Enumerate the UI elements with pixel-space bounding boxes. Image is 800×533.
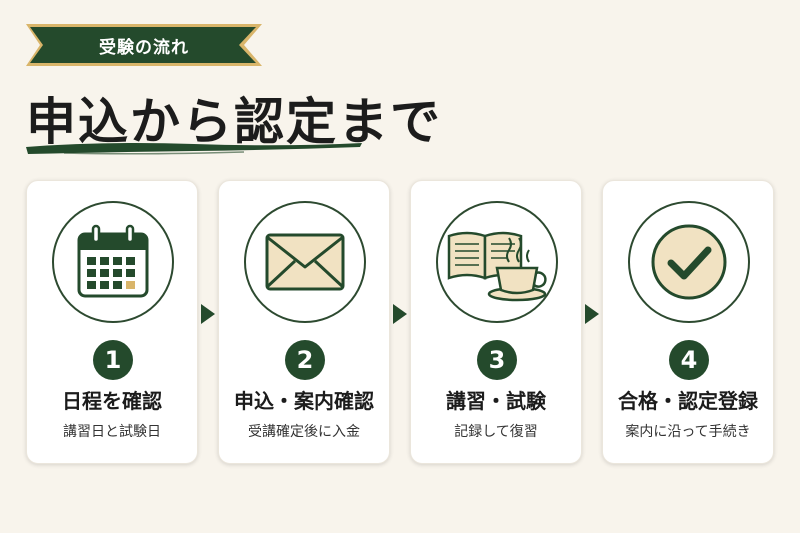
step-number-4: 4 <box>669 340 709 380</box>
step-number-3: 3 <box>477 340 517 380</box>
arrow-right-icon <box>585 304 599 324</box>
step-card-4: 4 合格・認定登録 案内に沿って手続き <box>602 180 774 464</box>
step-description-2: 受講確定後に入金 <box>248 424 360 440</box>
step-title-1: 日程を確認 <box>62 389 162 413</box>
page-title: 申込から認定まで <box>26 93 442 151</box>
checkmark-icon <box>628 201 750 323</box>
step-card-2: 2 申込・案内確認 受講確定後に入金 <box>218 180 390 464</box>
step-description-1: 講習日と試験日 <box>63 424 161 440</box>
step-card-3: 3 講習・試験 記録して復習 <box>410 180 582 464</box>
header-ribbon <box>26 24 262 66</box>
step-title-3: 講習・試験 <box>446 389 546 413</box>
step-card-1: 1 日程を確認 講習日と試験日 <box>26 180 198 464</box>
step-description-3: 記録して復習 <box>454 424 538 440</box>
step-description-4: 案内に沿って手続き <box>625 424 751 440</box>
step-title-4: 合格・認定登録 <box>618 389 758 413</box>
brush-underline <box>26 143 362 155</box>
book-coffee-icon <box>436 201 558 323</box>
ribbon-label: 受験の流れ <box>99 37 189 58</box>
arrow-right-icon <box>201 304 215 324</box>
calendar-icon <box>52 201 174 323</box>
step-title-2: 申込・案内確認 <box>234 389 374 413</box>
arrow-right-icon <box>393 304 407 324</box>
step-number-2: 2 <box>285 340 325 380</box>
step-number-1: 1 <box>93 340 133 380</box>
envelope-icon <box>244 201 366 323</box>
